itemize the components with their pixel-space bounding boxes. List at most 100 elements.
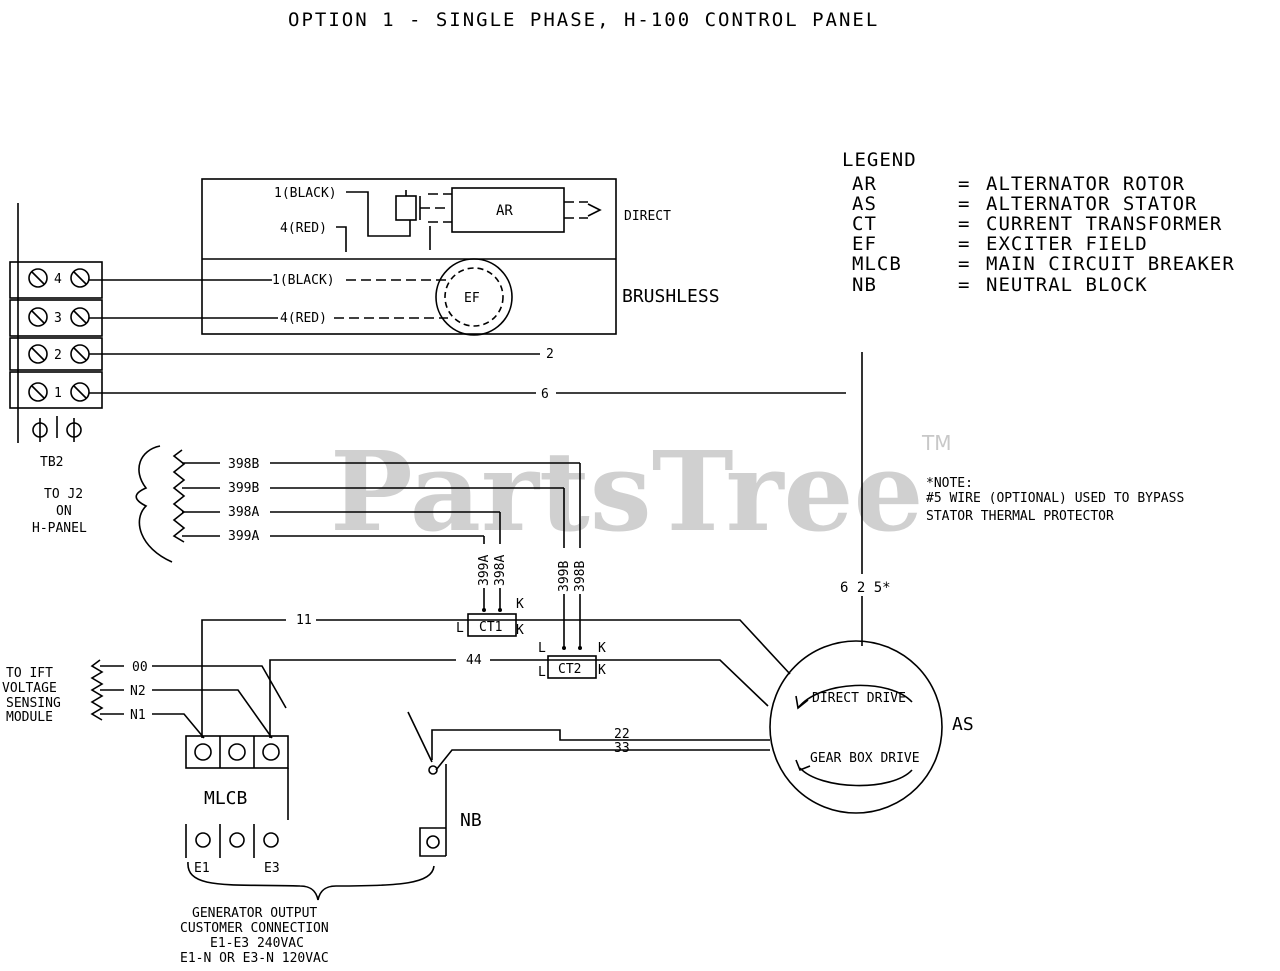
alternator-stator: AS DIRECT DRIVE GEAR BOX DRIVE (769, 640, 974, 814)
gearbox-drive-label: GEAR BOX DRIVE (810, 751, 920, 766)
ct1-wire-398a: 398A (493, 555, 508, 586)
terminal-2-label: 2 (54, 348, 62, 363)
tb2-label: TB2 (40, 455, 63, 470)
watermark: PartsTree (330, 427, 924, 556)
wire-2-label: 2 (546, 347, 554, 362)
ct2-wire-399b: 399B (557, 561, 572, 592)
ct2-wire-398b: 398B (573, 561, 588, 592)
legend-heading: LEGEND (842, 149, 917, 171)
ift-label-line-2: VOLTAGE (2, 681, 57, 696)
direct-wire-red-label: 4(RED) (280, 221, 327, 236)
ct2-label: CT2 (558, 662, 581, 677)
terminal-4-label: 4 (54, 272, 62, 287)
svg-text:ALTERNATOR ROTOR: ALTERNATOR ROTOR (986, 173, 1185, 195)
j2-wire-399b: 399B (228, 481, 259, 496)
note: *NOTE: #5 WIRE (OPTIONAL) USED TO BYPASS… (926, 476, 1184, 524)
svg-text:EXCITER FIELD: EXCITER FIELD (986, 233, 1148, 255)
direct-wire-black-label: 1(BLACK) (274, 186, 337, 201)
voltage-sensing-module: TO IFT VOLTAGE SENSING MODULE 00 N2 N1 (2, 659, 287, 739)
svg-text:MLCB: MLCB (852, 253, 902, 275)
stator-wires-label: 6 2 5* (840, 580, 891, 596)
legend-item: EF = EXCITER FIELD (852, 233, 1148, 255)
ct1-wire-399a: 399A (477, 555, 492, 586)
ct1-k: K (516, 597, 524, 612)
svg-text:=: = (958, 193, 970, 215)
mlcb-e1-label: E1 (194, 861, 210, 876)
terminal-3-label: 3 (54, 311, 62, 326)
legend-item: AS = ALTERNATOR STATOR (852, 193, 1197, 215)
ar-label: AR (496, 203, 513, 219)
ct2-k2: K (598, 663, 606, 678)
terminal-1-label: 1 (54, 386, 62, 401)
brush-holder (395, 195, 417, 221)
svg-text:=: = (958, 233, 970, 255)
wire-n2-label: N2 (130, 684, 146, 699)
mlcb: MLCB E1 E3 (185, 735, 289, 876)
as-label: AS (952, 714, 974, 735)
neutral-block: 22 33 NB (407, 711, 770, 857)
rotor-box: 1(BLACK) 4(RED) AR DIRECT 1(BLACK) 4(RED… (201, 178, 720, 336)
ct1-k2: K (516, 623, 524, 638)
nb-label: NB (460, 810, 482, 831)
brushless-wire-black-label: 1(BLACK) (272, 273, 335, 288)
svg-text:ALTERNATOR STATOR: ALTERNATOR STATOR (986, 193, 1197, 215)
ct1: CT1 L K K (456, 597, 524, 638)
note-heading: *NOTE: (926, 476, 973, 491)
mlcb-e3-label: E3 (264, 861, 280, 876)
svg-text:AS: AS (852, 193, 877, 215)
direct-label: DIRECT (624, 209, 671, 224)
svg-text:CT: CT (852, 213, 877, 235)
note-line-1: #5 WIRE (OPTIONAL) USED TO BYPASS (926, 491, 1184, 506)
brushless-wire-red-label: 4(RED) (280, 311, 327, 326)
svg-text:=: = (958, 213, 970, 235)
terminal-block: 4 3 2 1 TB2 (9, 203, 103, 470)
svg-text:=: = (958, 274, 970, 296)
ift-label-line-4: MODULE (6, 710, 53, 725)
svg-text:AR: AR (852, 173, 877, 195)
j2-wire-398a: 398A (228, 505, 259, 520)
j2-label-line-3: H-PANEL (32, 521, 87, 536)
svg-text:NEUTRAL BLOCK: NEUTRAL BLOCK (986, 274, 1148, 296)
wire-00-label: 00 (132, 660, 148, 675)
ct2-l: L (538, 641, 546, 656)
gen-output-line-1: GENERATOR OUTPUT (192, 906, 317, 921)
svg-text:MAIN CIRCUIT BREAKER: MAIN CIRCUIT BREAKER (986, 253, 1235, 275)
ct2-l2: L (538, 665, 546, 680)
gen-output-line-2: CUSTOMER CONNECTION (180, 921, 329, 936)
svg-text:EF: EF (852, 233, 877, 255)
generator-output: GENERATOR OUTPUT CUSTOMER CONNECTION E1-… (180, 861, 435, 966)
j2-label-line-1: TO J2 (44, 487, 83, 502)
legend: LEGEND AR = ALTERNATOR ROTOR AS = ALTERN… (842, 149, 1235, 296)
mlcb-label: MLCB (204, 788, 247, 809)
wire-n1-label: N1 (130, 708, 146, 723)
j2-wire-399a: 399A (228, 529, 259, 544)
svg-text:NB: NB (852, 274, 877, 296)
watermark-tm: TM (921, 431, 951, 455)
ef-label: EF (464, 291, 480, 306)
exciter-field (435, 258, 513, 336)
j2-wire-398b: 398B (228, 457, 259, 472)
svg-text:=: = (958, 173, 970, 195)
ift-label-line-3: SENSING (6, 696, 61, 711)
diagram-title: OPTION 1 - SINGLE PHASE, H-100 CONTROL P… (288, 9, 879, 31)
wire-6-label: 6 (541, 387, 549, 402)
direct-drive-label: DIRECT DRIVE (812, 691, 906, 706)
ct2-k: K (598, 641, 606, 656)
legend-item: NB = NEUTRAL BLOCK (852, 274, 1148, 296)
legend-item: AR = ALTERNATOR ROTOR (852, 173, 1185, 195)
wire-33-label: 33 (614, 741, 630, 756)
ct2: CT2 L L K K (538, 641, 606, 680)
legend-item: MLCB = MAIN CIRCUIT BREAKER (852, 253, 1235, 275)
j2-connector: TO J2 ON H-PANEL 398B 399B 398A 399A (32, 445, 580, 563)
wire-11-label: 11 (296, 613, 312, 628)
gen-output-line-4: E1-N OR E3-N 120VAC (180, 951, 329, 966)
wire-22-label: 22 (614, 727, 630, 742)
ct1-l: L (456, 621, 464, 636)
note-line-2: STATOR THERMAL PROTECTOR (926, 509, 1114, 524)
svg-text:=: = (958, 253, 970, 275)
legend-item: CT = CURRENT TRANSFORMER (852, 213, 1221, 235)
wire-44-label: 44 (466, 653, 482, 668)
gen-output-line-3: E1-E3 240VAC (210, 936, 304, 951)
alternator-rotor (451, 187, 565, 233)
